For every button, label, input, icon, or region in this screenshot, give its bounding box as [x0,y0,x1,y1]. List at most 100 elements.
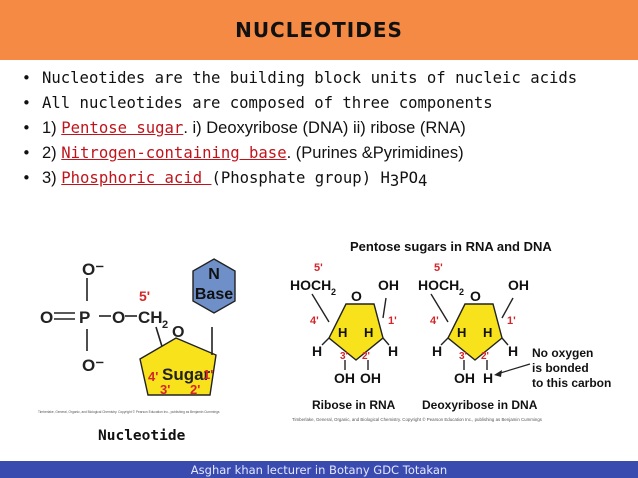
carbon-number-label: 5' [314,262,323,274]
atom-label: OH [334,370,355,386]
atom-label: CH [138,308,163,327]
bond-line [440,337,449,346]
base-label: N [208,266,220,283]
atom-label: OH [378,277,399,293]
bullet-number: 1) [42,119,62,137]
carbon-number-label: 3' [459,351,467,362]
nitrogen-base-link[interactable]: Nitrogen-containing base [61,144,287,162]
atom-label: HOCH [418,277,459,293]
carbon-number-label: 1' [507,315,516,327]
atom-label: O [172,324,184,341]
figure-title: Pentose sugars in RNA and DNA [350,239,552,254]
atom-label: H [338,325,347,340]
bullet-dot-icon: • [22,94,31,112]
atom-label: 2 [459,287,464,297]
bullet-list: • Nucleotides are the building block uni… [22,66,632,191]
note-text: No oxygen [532,346,593,360]
bullet-text: (Phosphate group) H [211,169,390,187]
carbon-number-label: 3' [340,351,348,362]
bullet-item: • All nucleotides are composed of three … [22,91,632,116]
bullet-item: • Nucleotides are the building block uni… [22,66,632,91]
carbon-number-label: 4' [310,315,319,327]
bond-line [382,297,387,319]
atom-label: H [432,343,442,359]
nucleotide-caption: Nucleotide [98,428,186,444]
atom-label: O [40,308,53,327]
bullet-item: • 2) Nitrogen-containing base. (Purines … [22,141,632,166]
bond-line [382,337,390,346]
pentose-sugar-link[interactable]: Pentose sugar [61,119,184,137]
atom-label: HOCH [290,277,331,293]
bullet-dot-icon: • [22,169,31,187]
carbon-number-label: 2' [190,382,200,397]
ribose-ring [328,303,384,361]
bullet-text: . (Purines &Pyrimidines) [286,144,464,162]
atom-label: H [483,370,493,386]
figure-credit: Timberlake, General, Organic, and Biolog… [292,417,543,422]
bullet-dot-icon: • [22,119,31,137]
bullet-text: . i) Deoxyribose (DNA) ii) ribose (RNA) [183,119,466,137]
bullet-item: • 1) Pentose sugar. i) Deoxyribose (DNA)… [22,116,632,141]
pentose-sugars-diagram: Pentose sugars in RNA and DNA 5' HOCH 2 … [290,239,611,422]
note-text: is bonded [532,361,589,375]
atom-label: H [508,343,518,359]
bullet-dot-icon: • [22,69,31,87]
bullet-number: 3) [42,169,62,187]
carbon-number-label: 2' [362,351,370,362]
footer-author: Asghar khan lecturer in Botany GDC Totak… [190,462,448,477]
atom-label: OH [360,370,381,386]
carbon-number-label: 5' [434,262,443,274]
atom-label: 2 [331,287,336,297]
ribose-label: Ribose in RNA [312,398,396,412]
atom-label: OH [454,370,475,386]
bullet-dot-icon: • [22,144,31,162]
atom-label: P [79,308,90,327]
formula-text: PO [399,169,419,187]
carbon-number-label: 4' [430,315,439,327]
atom-label: O⁻ [82,356,104,375]
atom-label: H [457,325,466,340]
bullet-item: • 3) Phosphoric acid (Phosphate group) H… [22,166,632,191]
note-text: to this carbon [532,376,611,390]
atom-label: O [470,288,481,304]
carbon-number-label: 1' [388,315,397,327]
atom-label: O⁻ [82,260,104,279]
deoxyribose-label: Deoxyribose in DNA [422,398,538,412]
atom-label: H [483,325,492,340]
bullet-number: 2) [42,144,62,162]
arrowhead-icon [494,370,502,377]
formula-subscript: 3 [389,172,400,190]
sugar-label: Sugar [162,365,211,384]
footer-bar: Asghar khan lecturer in Botany GDC Totak… [0,461,638,478]
carbon-number-label: 3' [160,382,170,397]
atom-label: OH [508,277,529,293]
atom-label: O [351,288,362,304]
deoxyribose-ring [447,303,503,361]
bullet-text: All nucleotides are composed of three co… [42,94,493,112]
page-title: NUCLEOTIDES [235,18,403,42]
bond-line [501,297,514,319]
carbon-number-label: 2' [481,351,489,362]
formula-subscript: 4 [418,172,428,190]
atom-label: H [388,343,398,359]
atom-label: H [312,343,322,359]
nucleotide-diagram: O⁻ O P O CH 2 5' O O⁻ N Base Sugar 4' 1'… [38,258,236,414]
sugar-ring [139,337,217,396]
carbon-number-label: 5' [139,288,150,304]
bullet-text: Nucleotides are the building block units… [42,69,578,87]
base-label: Base [195,286,233,303]
title-bar: NUCLEOTIDES [0,0,638,60]
carbon-number-label: 1' [203,367,213,382]
bond-line [501,337,509,346]
bond-line [311,293,330,323]
atom-label: O [112,308,125,327]
atom-label: H [364,325,373,340]
bond-line [430,293,449,323]
base-hexagon [192,258,236,314]
carbon-number-label: 4' [148,369,158,384]
atom-label: 2 [162,319,168,331]
pointer-arrow-icon [496,363,531,375]
figure-credit: Timberlake, General, Organic, and Biolog… [38,410,220,414]
bond-line [321,337,330,346]
phosphoric-acid-link[interactable]: Phosphoric acid [61,169,212,187]
